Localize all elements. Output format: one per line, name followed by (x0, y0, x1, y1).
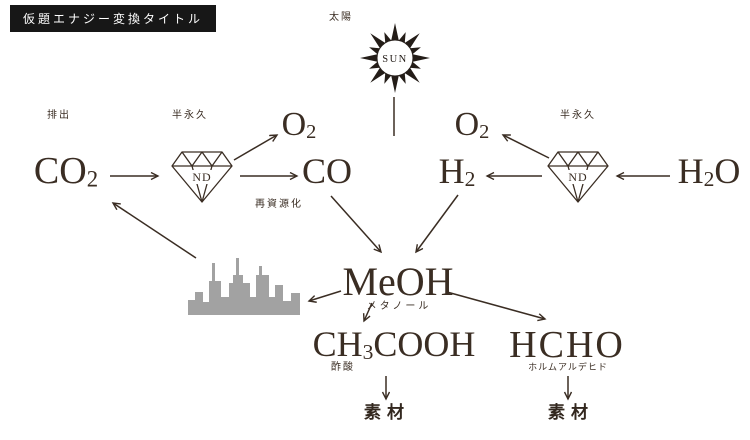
diamond-left-label: ND (192, 170, 211, 184)
diamond-left-label-bg (190, 170, 214, 184)
ch3cooh-caption: 酢酸 (331, 362, 355, 373)
arrow-meoh-to-hcho (446, 291, 545, 319)
diamond-left-caption: 半永久 (172, 110, 208, 121)
material-right-label: 素材 (548, 403, 594, 422)
sun-label: SUN (382, 54, 408, 65)
meoh-caption: メタノール (366, 301, 432, 312)
diamond-catalyst-right-icon: ND (547, 151, 609, 203)
skyline-shape (188, 258, 300, 315)
diamond-right-label: ND (568, 170, 587, 184)
arrow-catalyst-left-to-o2 (233, 135, 277, 161)
molecule-hcho: HCHO (509, 324, 625, 366)
sun-disc (376, 39, 414, 77)
molecule-meoh: MeOH (342, 259, 454, 304)
material-left-label: 素材 (364, 403, 410, 422)
arrow-h2-to-meoh (416, 194, 459, 252)
molecule-o2-left: O2 (281, 106, 317, 144)
arrow-meoh-to-factory (309, 290, 342, 301)
molecule-h2o: H2O (677, 151, 741, 192)
hcho-caption: ホルムアルデヒド (528, 362, 608, 372)
arrow-co-to-meoh (330, 195, 381, 252)
co-caption: 再資源化 (255, 199, 303, 210)
sun-caption: 太陽 (329, 12, 353, 23)
molecule-ch3cooh: CH3COOH (312, 324, 476, 365)
co2-caption: 排出 (47, 110, 71, 121)
sun-icon: SUN (360, 23, 430, 93)
arrow-factory-to-co2 (113, 203, 197, 259)
molecule-co2: CO2 (33, 150, 99, 192)
molecule-h2: H2 (438, 151, 476, 192)
diamond-right-label-bg (566, 170, 590, 184)
arrow-catalyst-right-to-o2 (503, 135, 550, 159)
page-title: 仮題エナジー変換タイトル (10, 5, 217, 32)
diamond-right-caption: 半永久 (560, 110, 596, 121)
diamond-catalyst-left-icon: ND (171, 151, 233, 203)
molecule-co: CO (301, 151, 353, 191)
factory-skyline-icon (188, 258, 300, 315)
molecule-o2-right: O2 (454, 106, 490, 144)
